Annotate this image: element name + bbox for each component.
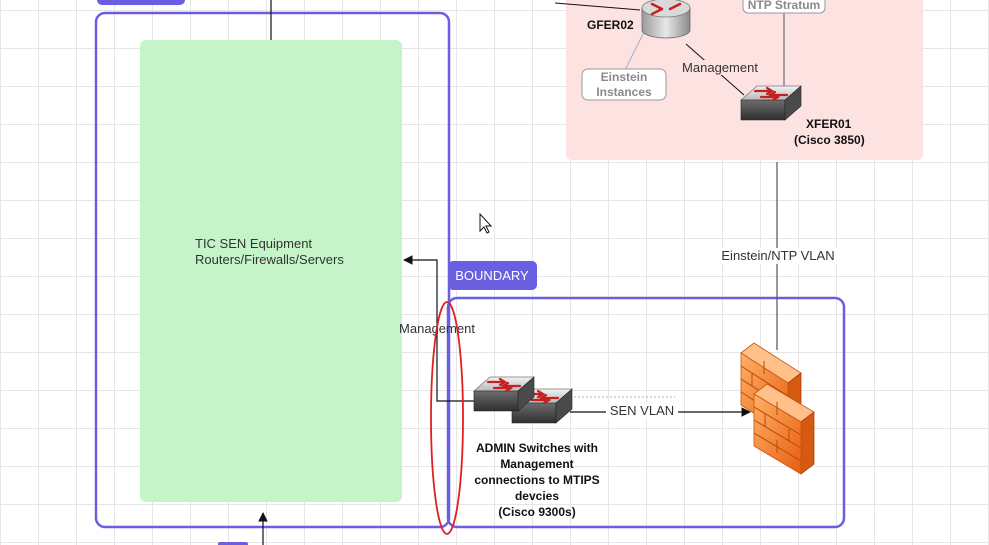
management-top-label-bg bbox=[679, 60, 761, 75]
firewall-icon bbox=[740, 342, 815, 475]
admin-label-line1: ADMIN Switches with bbox=[476, 441, 598, 455]
einstein-label-line1: Einstein bbox=[601, 70, 648, 84]
admin-label-line4: devcies bbox=[515, 489, 559, 503]
admin-label-line2: Management bbox=[500, 457, 573, 471]
pink-region bbox=[566, 0, 923, 160]
ntp-stratum-box bbox=[742, 0, 826, 14]
einstein-label-line2: Instances bbox=[596, 85, 652, 99]
einstein-ntp-vlan-label: Einstein/NTP VLAN bbox=[721, 248, 834, 263]
boundary-container bbox=[446, 296, 846, 529]
equipment-block bbox=[140, 40, 402, 502]
ntp-stratum-label: NTP Stratum bbox=[748, 0, 820, 12]
gfer02-label: GFER02 bbox=[587, 18, 634, 32]
sen-vlan-label-bg bbox=[606, 403, 678, 419]
boundary-tag bbox=[448, 261, 537, 290]
bottom-tag bbox=[218, 542, 248, 545]
admin-label-line3: connections to MTIPS bbox=[474, 473, 599, 487]
top-tag bbox=[97, 0, 185, 5]
equipment-label-line1: TIC SEN Equipment bbox=[195, 236, 312, 251]
gfer-to-einstein-line bbox=[624, 31, 645, 71]
equipment-label-line2: Routers/Firewalls/Servers bbox=[195, 252, 344, 267]
gfer-left-line bbox=[554, 2, 641, 11]
mouse-cursor-icon bbox=[479, 212, 493, 234]
xfer01-label-line1: XFER01 bbox=[806, 117, 852, 131]
xfer01-label-line2: (Cisco 3850) bbox=[794, 133, 865, 147]
management-top-label: Management bbox=[682, 60, 758, 75]
einstein-ntp-label-bg bbox=[718, 248, 838, 264]
sen-vlan-label: SEN VLAN bbox=[610, 403, 674, 418]
admin-label-line5: (Cisco 9300s) bbox=[498, 505, 575, 519]
red-annotation-circle bbox=[430, 301, 464, 535]
einstein-instances-box bbox=[581, 68, 667, 101]
boundary-label: BOUNDARY bbox=[455, 268, 529, 283]
router-icon bbox=[641, 0, 691, 39]
